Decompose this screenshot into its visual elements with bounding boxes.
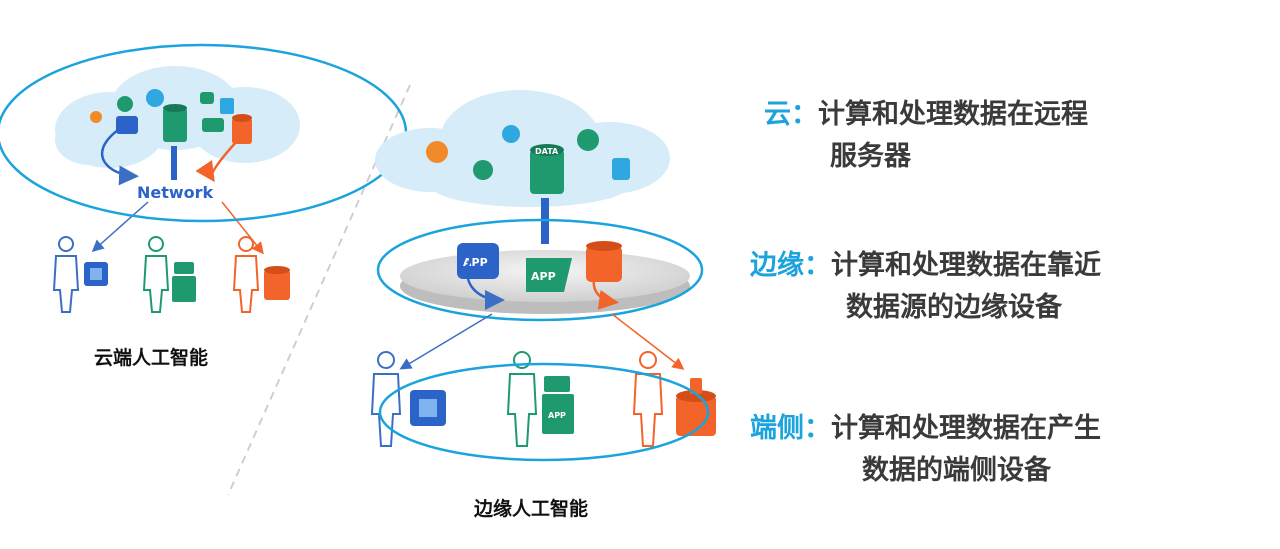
flow-arrow: [611, 313, 685, 370]
right-cloud: [375, 90, 670, 207]
definition-term: 边缘：: [750, 250, 831, 281]
file-icon: [612, 158, 630, 180]
app-icon: [116, 116, 138, 134]
flow-arrow: [399, 313, 493, 370]
flow-arrow: [101, 129, 139, 186]
person-with-storage: [632, 351, 664, 447]
svg-text:APP: APP: [531, 270, 556, 283]
definition-line: 数据的端侧设备: [862, 455, 1051, 486]
definition-term: 云：: [764, 99, 818, 130]
bulb-icon: [502, 125, 520, 143]
edge-outline: [376, 218, 704, 322]
network-pillar: [171, 146, 177, 180]
left-cloud-icons: [90, 89, 234, 134]
flow-arrow: [466, 259, 505, 310]
app-device-icon: APP: [542, 376, 574, 434]
network-label: Network: [137, 183, 214, 202]
definition-edge: 边缘：计算和处理数据在靠近 数据源的边缘设备: [750, 245, 1101, 329]
person-with-app-device: [142, 236, 170, 313]
left-data-server: [163, 104, 187, 142]
globe-icon: [117, 96, 133, 112]
database-icon: [426, 141, 448, 163]
svg-text:APP: APP: [548, 411, 566, 420]
storage-icon: [264, 266, 290, 300]
svg-text:DATA: DATA: [535, 147, 559, 156]
chip-icon: [410, 390, 446, 426]
definition-term: 端侧：: [750, 413, 831, 444]
definition-cloud: 云：计算和处理数据在远程 服务器: [764, 94, 1088, 178]
right-cloud-icons: [426, 125, 630, 180]
person-with-app-device: [506, 351, 538, 447]
person-with-storage: [232, 236, 260, 313]
definition-device: 端侧：计算和处理数据在产生 数据的端侧设备: [750, 408, 1101, 492]
right-data-server: DATA: [530, 144, 564, 194]
definition-line: 计算和处理数据在产生: [831, 413, 1101, 444]
app-icon: [202, 118, 224, 132]
definition-line: 计算和处理数据在远程: [818, 99, 1088, 130]
edge-app-icons: APP APP: [457, 241, 622, 292]
upload-icon: [577, 129, 599, 151]
flow-arrow: [221, 201, 264, 255]
person-with-chip: [370, 351, 402, 447]
cloud-ai-caption: 云端人工智能: [94, 346, 208, 369]
flow-arrow: [592, 261, 619, 310]
flow-arrow: [91, 201, 149, 252]
app-device-icon: [172, 262, 196, 302]
device-outline: [378, 362, 710, 462]
definition-line: 计算和处理数据在靠近: [831, 250, 1101, 281]
chip-icon: [84, 262, 108, 286]
definition-line: 服务器: [830, 141, 911, 172]
edge-ai-caption: 边缘人工智能: [473, 497, 588, 520]
person-with-chip: [52, 236, 80, 313]
definition-line: 数据源的边缘设备: [846, 292, 1062, 323]
left-orange-storage: [232, 114, 252, 144]
globe-icon: [473, 160, 493, 180]
bulb-icon: [146, 89, 164, 107]
flow-arrow: [195, 139, 239, 183]
